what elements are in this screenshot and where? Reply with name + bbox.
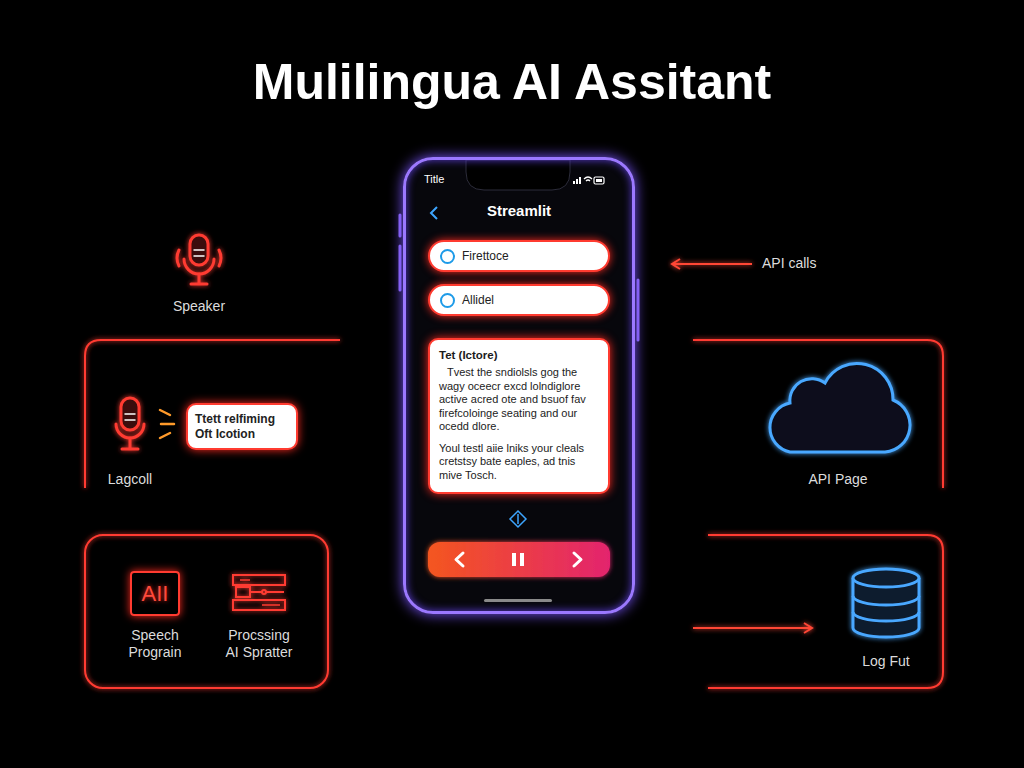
speaker-icon [177, 235, 221, 284]
battery-icon [594, 177, 604, 184]
phone-buttons [400, 215, 638, 340]
phone-button [399, 246, 402, 290]
database-node: Log Fut [846, 570, 926, 670]
api-arrow [672, 263, 752, 265]
mic-capsule [190, 235, 208, 265]
mic-base [122, 438, 138, 449]
control-bar [428, 542, 610, 577]
arrow-label: API calls [762, 255, 816, 272]
processing-icon [233, 575, 285, 610]
processor-dot [262, 590, 266, 594]
signal-bar [576, 179, 578, 184]
app-header: Streamlit [406, 202, 632, 220]
phone-illustration [400, 157, 638, 614]
connector-arrow [670, 422, 745, 424]
node-label: Log Fut [846, 653, 926, 670]
back-chevron [431, 207, 437, 219]
speaker-node: Speaker [164, 232, 234, 315]
signal-dashes [160, 410, 174, 438]
panel-body: Youl testl aiie lniks your cleals cretst… [439, 442, 599, 483]
signal-bar [579, 177, 581, 184]
icon-text: AII [130, 571, 180, 616]
speech-node: AII Speech Prograin [110, 571, 200, 661]
node-label: Firettoce [462, 249, 509, 263]
group-frame [85, 535, 328, 688]
node-label: Procssing AI Spratter [221, 627, 297, 661]
option-button: Allidel [428, 284, 610, 316]
processor-mark [240, 580, 280, 605]
diamond-icon [510, 511, 526, 527]
callout-bubble: Ttett relfiming Oft Icotion [186, 403, 298, 450]
prev-icon [456, 553, 463, 566]
control-icons [456, 553, 581, 566]
connector-arrow [304, 423, 365, 425]
mic-stand [116, 424, 144, 438]
node-label: Lagcoll [95, 471, 165, 488]
node-label: Allidel [462, 293, 494, 307]
battery-level [596, 179, 602, 182]
pause-bar [512, 553, 516, 566]
bracket-line [85, 340, 340, 488]
mic-capsule [121, 398, 139, 430]
bracket-line [708, 535, 943, 688]
option-button: Firettoce [428, 240, 610, 272]
microphone-node: Lagcoll [95, 395, 165, 488]
signal-dash [161, 423, 174, 426]
phone-body [403, 157, 635, 614]
phone-notch [466, 160, 570, 190]
pause-bar [520, 553, 524, 566]
home-indicator [484, 599, 552, 602]
node-label: API Page [768, 471, 908, 488]
panel-heading: Tet (Ictore) [439, 348, 599, 362]
db-bands [853, 596, 919, 621]
status-title: Title [424, 172, 632, 186]
phone-screen: TitleStreamlitFirettoceAllidelTet (Ictor… [403, 157, 635, 614]
database-icon [853, 569, 919, 637]
wifi-icon [584, 177, 592, 181]
phone-button [399, 215, 402, 236]
mic-grille [125, 414, 135, 420]
mic-base [191, 274, 207, 284]
node-label: Ttett relfiming Oft Icotion [195, 412, 289, 441]
bracket-line [693, 340, 943, 488]
node-label: Speaker [164, 298, 234, 315]
diagram-title: Mulilingua AI Assitant [0, 52, 1024, 112]
signal-dash [160, 410, 170, 415]
mic-stand [184, 259, 214, 274]
processing-node: Procssing AI Spratter [214, 571, 304, 661]
diamond-shape [510, 511, 526, 527]
status-icons [573, 177, 604, 184]
sound-waves [177, 250, 221, 266]
signal-bar [573, 181, 575, 184]
text-panel: Tet (Ictore) Tvest the sndiolsls gog the … [428, 338, 610, 494]
next-icon [574, 553, 581, 566]
icon-label: Speech Prograin [110, 627, 200, 661]
log-arrow [693, 627, 812, 629]
processor-chip [236, 587, 250, 597]
mic-grille [194, 250, 204, 256]
mic-icon [116, 398, 144, 449]
cloud-icon [770, 363, 910, 452]
db-top [853, 569, 919, 587]
connector-arrow [258, 264, 365, 266]
cloud-node: API Page [768, 368, 908, 488]
panel-body: Tvest the sndiolsls gog the wagy oceecr … [439, 366, 599, 434]
diamond-mark [517, 514, 519, 524]
phone-button [637, 280, 640, 340]
signal-dash [160, 433, 170, 438]
processor-wire [250, 591, 284, 593]
